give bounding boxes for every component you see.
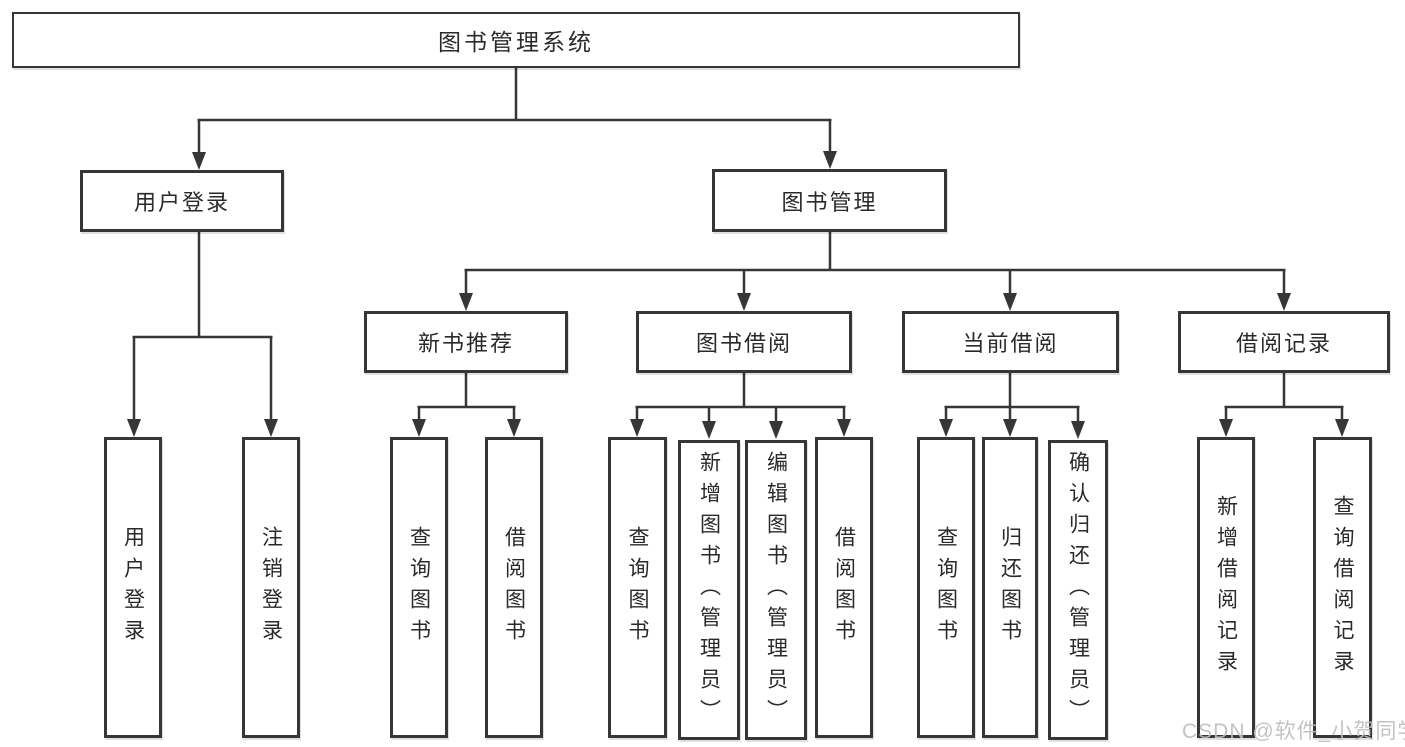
node-label: 新增图书（管理员） bbox=[697, 450, 721, 730]
leaf-borrow-books-borrowing: 借阅图书 bbox=[815, 437, 873, 738]
node-borrowing-records: 借阅记录 bbox=[1178, 311, 1390, 373]
leaf-return-books: 归还图书 bbox=[982, 437, 1038, 738]
leaf-query-books-borrowing: 查询图书 bbox=[608, 437, 667, 738]
node-label: 查询图书 bbox=[934, 525, 958, 650]
node-label: 确认归还（管理员） bbox=[1066, 450, 1090, 730]
node-label: 查询图书 bbox=[626, 525, 649, 650]
node-label: 归还图书 bbox=[998, 525, 1022, 650]
leaf-confirm-return-admin: 确认归还（管理员） bbox=[1048, 440, 1108, 740]
node-new-book-recommendation: 新书推荐 bbox=[364, 311, 568, 373]
node-label: 编辑图书（管理员） bbox=[764, 450, 788, 730]
node-label: 新书推荐 bbox=[417, 331, 514, 356]
leaf-logout: 注销登录 bbox=[242, 437, 300, 738]
node-current-borrowing: 当前借阅 bbox=[902, 311, 1119, 373]
connector-root-to-level2 bbox=[192, 68, 837, 170]
csdn-watermark: CSDN @软件_小贺同学 bbox=[1182, 720, 1405, 743]
node-label: 图书管理系统 bbox=[438, 29, 594, 55]
connector-borrowing-records-children bbox=[1219, 373, 1349, 437]
node-label: 借阅图书 bbox=[832, 525, 856, 650]
node-label: 图书借阅 bbox=[695, 331, 792, 356]
connector-new-book-children bbox=[412, 373, 521, 437]
node-label: 用户登录 bbox=[121, 525, 145, 650]
connector-book-borrowing-children bbox=[630, 373, 851, 439]
node-user-login: 用户登录 bbox=[80, 170, 284, 232]
node-label: 借阅记录 bbox=[1235, 331, 1332, 356]
leaf-query-borrowing-record: 查询借阅记录 bbox=[1313, 437, 1372, 738]
node-book-borrowing: 图书借阅 bbox=[636, 311, 852, 373]
node-label: 注销登录 bbox=[259, 525, 283, 650]
node-label: 当前借阅 bbox=[962, 331, 1059, 356]
node-label: 借阅图书 bbox=[502, 525, 526, 650]
node-label: 图书管理 bbox=[781, 189, 878, 215]
leaf-user-login: 用户登录 bbox=[104, 437, 162, 738]
connector-book-management-children bbox=[459, 232, 1291, 311]
node-book-management: 图书管理 bbox=[712, 169, 947, 232]
connector-user-login-children bbox=[127, 232, 278, 437]
leaf-borrow-books-recommend: 借阅图书 bbox=[485, 437, 543, 738]
node-label: 查询借阅记录 bbox=[1331, 494, 1354, 681]
node-label: 查询图书 bbox=[407, 525, 431, 650]
node-label: 新增借阅记录 bbox=[1214, 494, 1238, 681]
leaf-query-books-current: 查询图书 bbox=[917, 437, 975, 738]
leaf-add-borrowing-record: 新增借阅记录 bbox=[1197, 437, 1255, 738]
node-label: 用户登录 bbox=[133, 190, 230, 215]
leaf-edit-book-admin: 编辑图书（管理员） bbox=[745, 440, 807, 740]
node-library-management-system: 图书管理系统 bbox=[12, 12, 1020, 68]
leaf-add-book-admin: 新增图书（管理员） bbox=[678, 440, 740, 740]
leaf-query-books-recommend: 查询图书 bbox=[390, 437, 448, 738]
connector-current-borrowing-children bbox=[939, 373, 1085, 439]
